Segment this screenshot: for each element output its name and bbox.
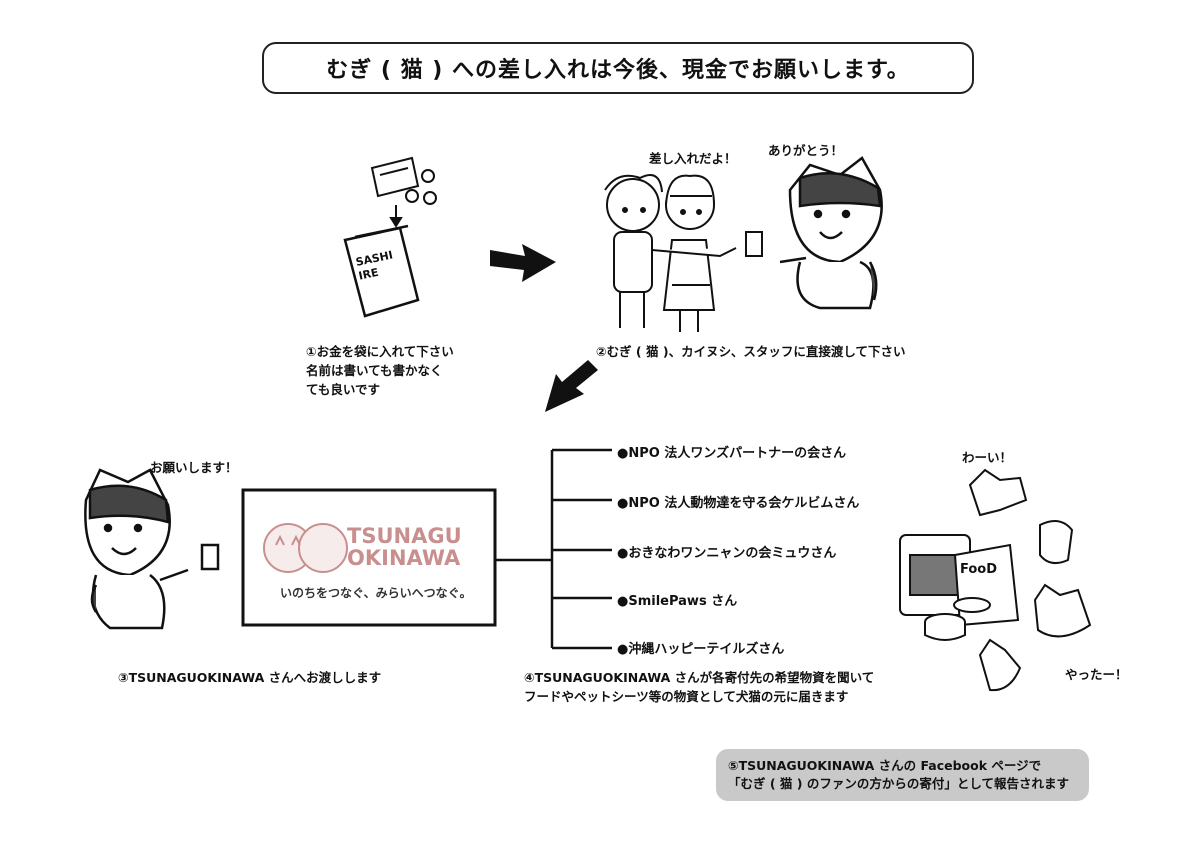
report-box: ⑤TSUNAGUOKINAWA さんの Facebook ページで 「むぎ ( … — [716, 749, 1089, 801]
logo-mark-icon — [263, 523, 348, 573]
arrow-right-icon — [490, 244, 556, 282]
logo-line2: OKINAWA — [347, 546, 461, 570]
step5-caption: ⑤TSUNAGUOKINAWA さんの Facebook ページで 「むぎ ( … — [728, 758, 1069, 791]
money-icon — [370, 156, 437, 205]
tree-connector — [495, 448, 612, 650]
recipient-item: ●NPO 法人動物達を守る会ケルビムさん — [617, 496, 860, 511]
speech-arigatou: ありがとう！ — [768, 143, 844, 158]
step1-caption: ①お金を袋に入れて下さい 名前は書いても書かなく ても良いです — [306, 344, 454, 397]
arrow-down-icon — [389, 205, 403, 228]
logo-wordmark: TSUNAGU OKINAWA — [347, 525, 462, 569]
title-text: むぎ ( 猫 ) への差し入れは今後、現金でお願いします。 — [326, 58, 910, 83]
people-illustration — [604, 174, 763, 332]
food-illustration — [899, 534, 1020, 641]
page-title: むぎ ( 猫 ) への差し入れは今後、現金でお願いします。 — [262, 42, 974, 94]
recipient-item: ●おきなわワンニャンの会ミュウさん — [617, 546, 837, 561]
speech-yatta: やったー！ — [1065, 667, 1128, 682]
cat-illustration-right — [779, 156, 883, 310]
recipient-item: ●沖縄ハッピーテイルズさん — [617, 642, 785, 657]
speech-wai: わーい！ — [962, 450, 1013, 465]
recipient-item: ●SmilePaws さん — [617, 594, 738, 609]
animals-illustration — [968, 468, 1092, 692]
logo-line1: TSUNAGU — [347, 524, 462, 548]
speech-onegai: お願いします！ — [150, 460, 238, 475]
envelope-icon — [343, 224, 420, 318]
cat-illustration-left — [84, 468, 220, 630]
arrow-down-left-icon — [545, 360, 598, 412]
step2-caption: ②むぎ ( 猫 )、カイヌシ、スタッフに直接渡して下さい — [596, 344, 906, 359]
recipient-item: ●NPO 法人ワンズパートナーの会さん — [617, 446, 847, 461]
step3-caption: ③TSUNAGUOKINAWA さんへお渡しします — [118, 670, 382, 685]
logo-tagline: いのちをつなぐ、みらいへつなぐ。 — [280, 586, 472, 600]
food-label: FooD — [960, 562, 998, 577]
step4-caption: ④TSUNAGUOKINAWA さんが各寄付先の希望物資を聞いて フードやペット… — [524, 670, 875, 704]
speech-sashiire: 差し入れだよ！ — [649, 151, 737, 166]
